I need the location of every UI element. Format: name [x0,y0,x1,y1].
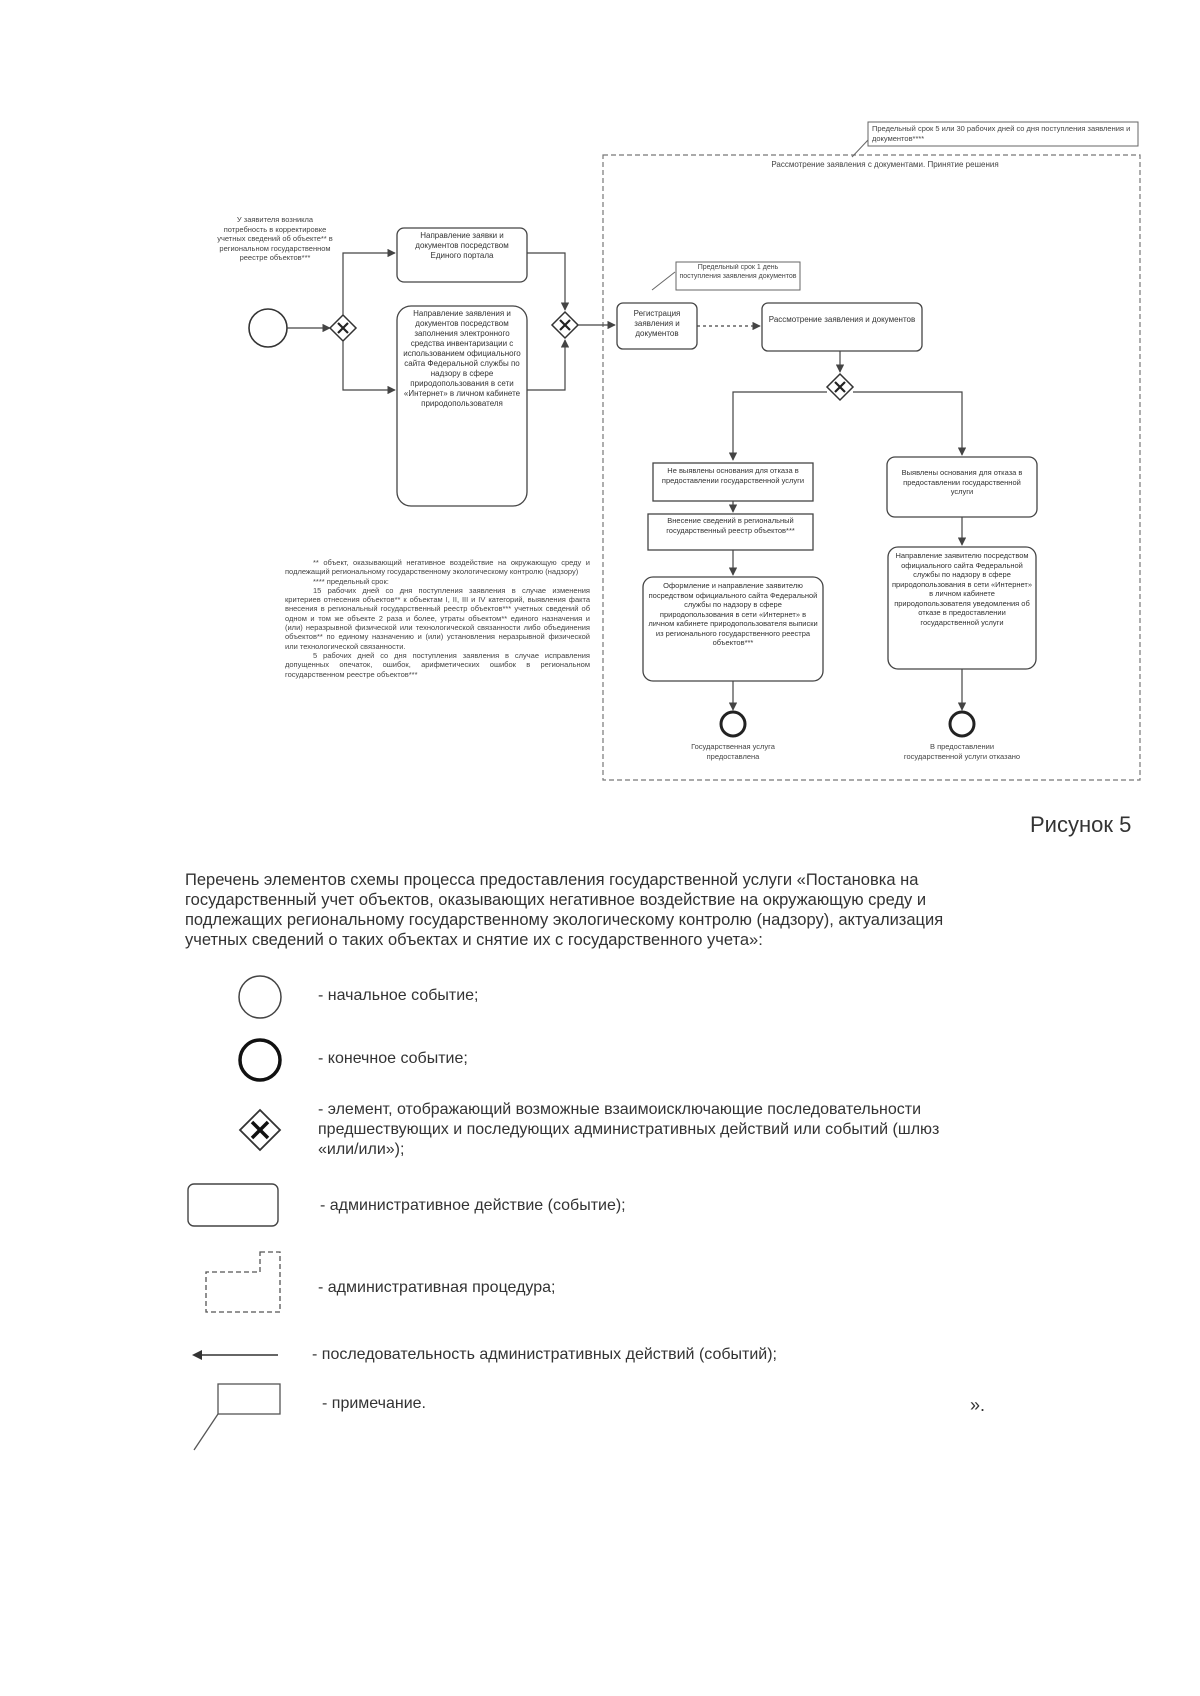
note-icon [193,1383,281,1451]
legend-row-sequence: - последовательность административных де… [0,1335,1200,1395]
end-provided-label: Государственная услуга предоставлена [691,742,775,761]
note-top-connector [851,139,869,158]
note-top-text: Предельный срок 5 или 30 рабочих дней со… [872,124,1131,143]
gateway-icon [238,1108,282,1152]
task-review [761,302,923,352]
footnote-term-5: 5 рабочих дней со дня поступления заявле… [285,650,590,679]
gateway-split [328,313,358,343]
legend-procedure-text: - административная процедура; [318,1279,556,1296]
action-icon [187,1183,279,1227]
task-no-grounds-text: Не выявлены основания для отказа в предо… [661,466,805,485]
note-registration-box [675,261,801,291]
start-event [248,308,288,348]
arrow-left-icon [192,1350,278,1360]
task-update-text: Внесение сведений в региональный государ… [666,516,795,535]
process-diagram: Рассмотрение заявления с документами. Пр… [217,121,1141,781]
task-portal [396,227,528,283]
legend-intro: Перечень элементов схемы процесса предос… [185,871,944,949]
legend-row-note: - примечание. [0,1382,1200,1457]
legend-row-start: - начальное событие; [0,972,1200,1032]
procedure-icon [205,1251,281,1313]
end-event-refused [948,710,976,738]
task-issue-text: Оформление и направление заявителю посре… [648,581,818,647]
legend-row-end: - конечное событие; [0,1035,1200,1095]
figure-caption: Рисунок 5 [1030,812,1132,837]
task-electronic [396,305,528,507]
task-grounds-text: Выявлены основания для отказа в предоста… [901,468,1023,496]
legend-row-action: - административное действие (событие); [0,1182,1200,1242]
legend-action-text: - административное действие (событие); [320,1197,626,1214]
task-electronic-text: Направление заявления и документов посре… [403,309,521,408]
gateway-merge [550,310,580,340]
procedure-title: Рассмотрение заявления с документами. Пр… [771,160,999,169]
task-register-text: Регистрация заявления и документов [633,309,681,338]
procedure-boundary [602,154,1141,781]
legend-row-gateway: - элемент, отображающий возможные взаимо… [0,1100,1200,1170]
task-portal-text: Направление заявки и документов посредст… [415,231,509,260]
closing-quote: ». [970,1395,986,1415]
footnote-term-15: 15 рабочих дней со дня поступления заявл… [285,585,590,651]
end-refused-label: В предоставлении государственной услуги … [903,742,1021,761]
legend-start-text: - начальное событие; [318,987,479,1004]
end-event-provided [719,710,747,738]
gateway-decision [825,372,855,402]
legend-note-text: - примечание. [322,1395,426,1412]
task-review-text: Рассмотрение заявления и документов [768,315,916,324]
task-refusal-text: Направление заявителю посредством официа… [891,551,1033,627]
note-top-box [867,121,1139,147]
legend-gateway-text: - элемент, отображающий возможные взаимо… [318,1101,940,1158]
legend-end-text: - конечное событие; [318,1050,468,1067]
start-event-label: У заявителя возникла потребность в корре… [217,215,333,262]
end-event-icon [238,1038,282,1082]
task-update [647,513,814,551]
start-event-icon [238,975,282,1019]
note-registration-text: Предельный срок 1 день поступления заявл… [679,264,797,280]
footnote-object: ** объект, оказывающий негативное воздей… [285,558,590,577]
footnote-term-title: **** предельный срок: [313,576,389,586]
legend-sequence-text: - последовательность административных де… [312,1346,777,1363]
footnotes: ** объект, оказывающий негативное воздей… [285,558,590,679]
legend-row-procedure: - административная процедура; [0,1248,1200,1318]
